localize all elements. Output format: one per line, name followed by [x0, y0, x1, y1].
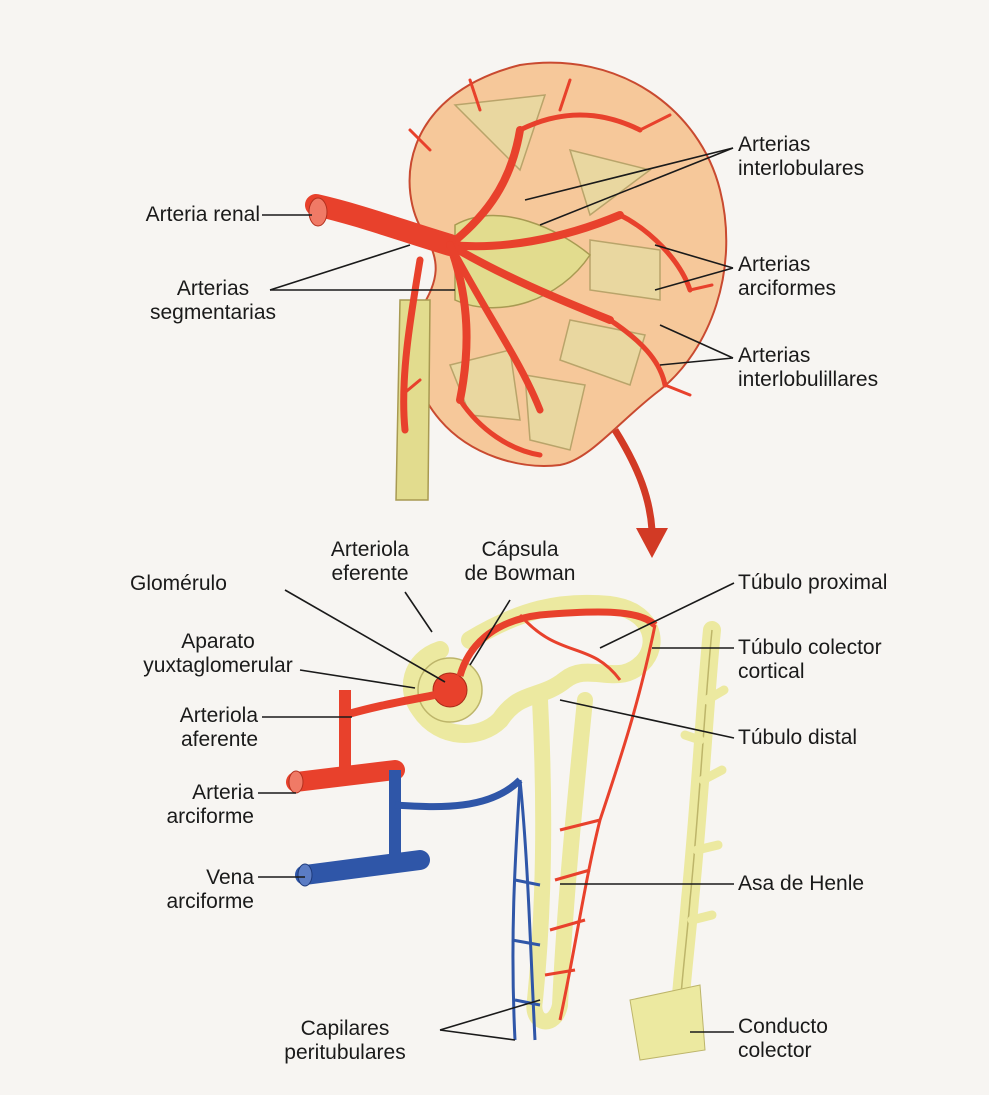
label-asa-de-henle: Asa de Henle: [738, 872, 864, 896]
label-glomerulo: Glomérulo: [130, 572, 227, 596]
label-arterias-arciformes: Arterias arciformes: [738, 253, 836, 301]
label-aparato-yuxtaglomerular: Aparato yuxtaglomerular: [133, 630, 303, 678]
label-arteria-arciforme: Arteria arciforme: [130, 781, 254, 829]
label-conducto-colector: Conducto colector: [738, 1015, 828, 1063]
renal-pyramid: [590, 240, 660, 300]
label-capilares-peritubulares: Capilares peritubulares: [250, 1017, 440, 1065]
label-tubulo-proximal: Túbulo proximal: [738, 571, 887, 595]
label-arterias-segmentarias: Arterias segmentarias: [148, 277, 278, 325]
label-arteriola-aferente: Arteriola aferente: [130, 704, 258, 752]
label-arteria-renal: Arteria renal: [80, 203, 260, 227]
label-arteriola-eferente: Arteriola eferente: [300, 538, 440, 586]
label-capsula-bowman: Cápsula de Bowman: [455, 538, 585, 586]
label-tubulo-distal: Túbulo distal: [738, 726, 857, 750]
label-tubulo-colector-cortical: Túbulo colector cortical: [738, 636, 882, 684]
label-arterias-interlobulillares: Arterias interlobulillares: [738, 344, 878, 392]
renal-artery-end: [309, 198, 327, 226]
label-vena-arciforme: Vena arciforme: [130, 866, 254, 914]
label-arterias-interlobulares: Arterias interlobulares: [738, 133, 864, 181]
